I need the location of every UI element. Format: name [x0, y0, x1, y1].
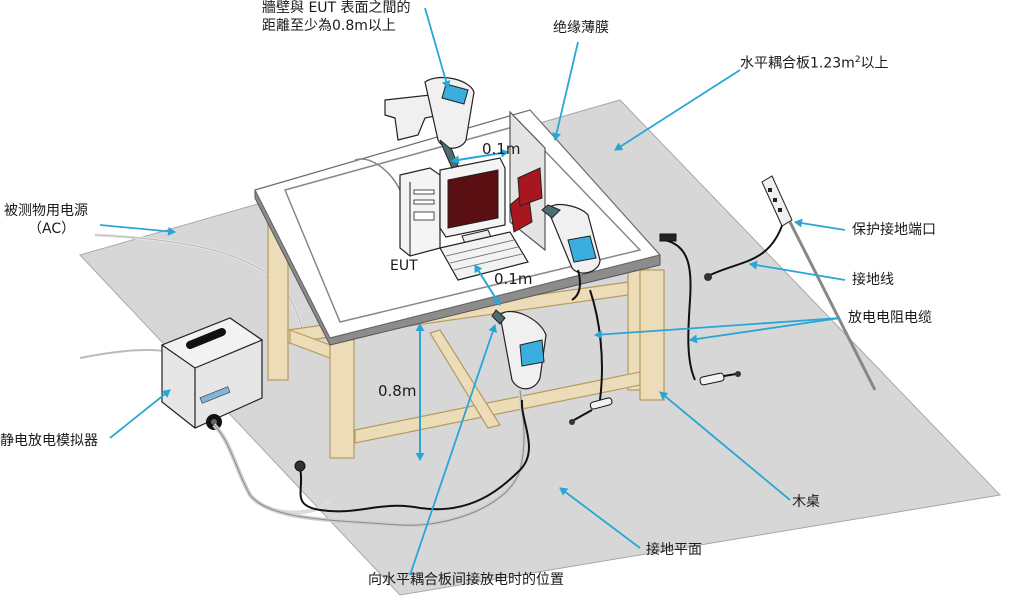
dim-arrow-gap-top: [451, 148, 509, 165]
label-wall-distance-line1: 牆壁與 EUT 表面之間的: [262, 0, 411, 16]
label-eut: EUT: [390, 258, 418, 274]
dim-label-gap-top: 0.1m: [482, 140, 521, 158]
esd-simulator-box: [160, 317, 264, 430]
esd-gun-bottom-icon: [491, 309, 547, 390]
label-wooden-table: 木桌: [792, 494, 820, 510]
label-insulation-film: 绝缘薄膜: [553, 20, 609, 36]
label-ground-wire: 接地线: [852, 272, 894, 288]
label-protective-ground-terminal: 保护接地端口: [852, 222, 936, 238]
label-wall-distance-line2: 距離至少為0.8m以上: [262, 18, 396, 34]
vertical-coupling-plane: [509, 110, 546, 252]
label-ground-plane: 接地平面: [646, 542, 702, 558]
ground-rod: [788, 221, 877, 391]
power-cable-2: [79, 349, 171, 359]
esd-gun-right-icon: [541, 203, 601, 301]
label-eut-power-line1: 被测物用电源: [4, 203, 88, 219]
ground-cable-left: [299, 399, 530, 513]
label-discharge-resistor-cable: 放电电阻电缆: [848, 310, 932, 326]
label-horizontal-coupling-plane: 水平耦合板1.23m2以上: [740, 55, 889, 72]
leader-arrows: [99, 7, 846, 576]
label-indirect-discharge-position: 向水平耦合板间接放电时的位置: [368, 572, 564, 588]
power-strip-icon: [761, 175, 793, 227]
label-esd-simulator: 静电放电模拟器: [0, 433, 98, 449]
discharge-resistor-cable-right: [663, 239, 696, 381]
monitor-icon: [439, 157, 506, 247]
dim-label-gap-front: 0.1m: [494, 270, 533, 288]
dim-label-table-height: 0.8m: [378, 382, 417, 400]
computer-tower-icon: [399, 167, 441, 257]
keyboard-icon: [439, 231, 529, 281]
esd-gun-icon: [384, 77, 475, 169]
dim-arrow-gap-front: [474, 264, 501, 306]
discharge-resistor-cable-left: [589, 289, 603, 401]
label-eut-power-line2: （AC）: [28, 221, 76, 237]
ground-wire: [707, 219, 785, 277]
